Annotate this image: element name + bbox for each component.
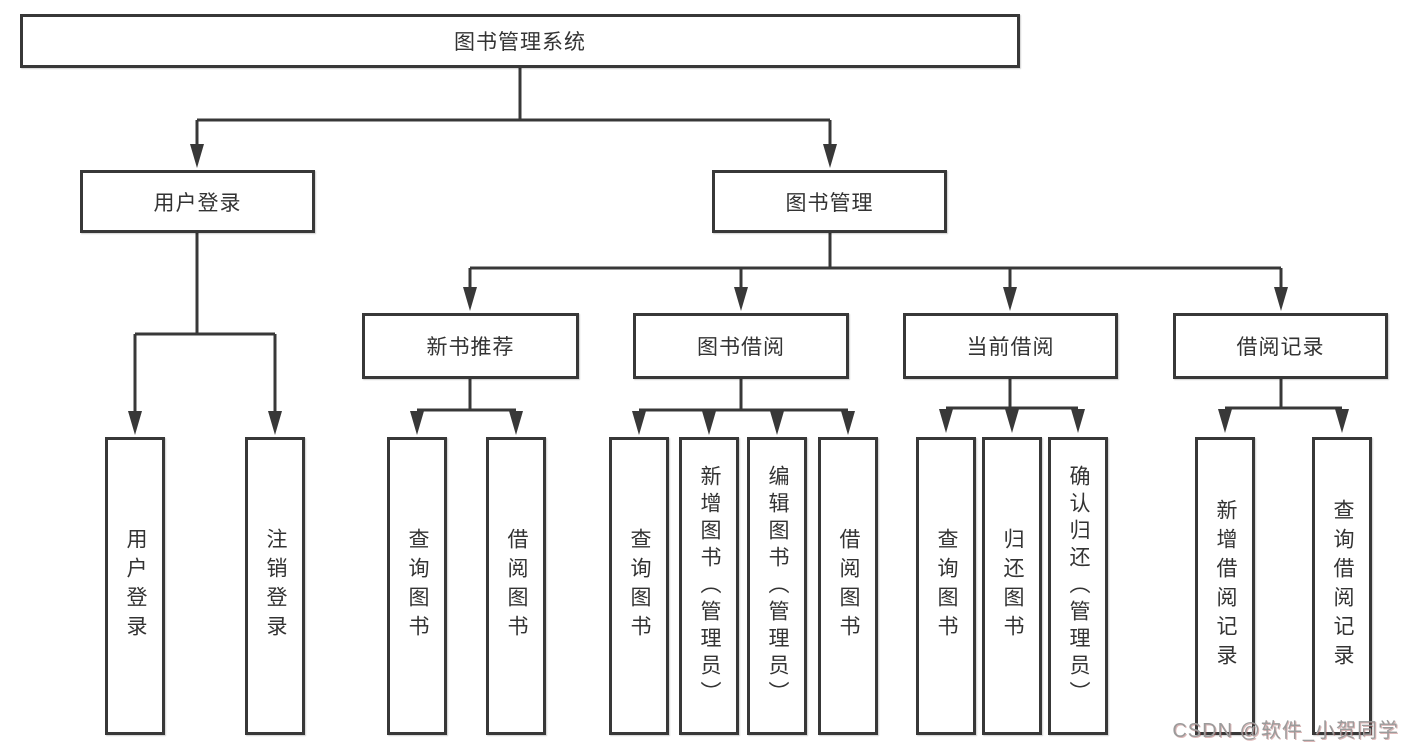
leaf-query-books-1: 查询图书 (387, 437, 447, 735)
leaf-logout-label: 注销登录 (264, 528, 287, 644)
leaf-query-books-2: 查询图书 (609, 437, 669, 735)
leaf-confirm-return-admin: 确认归还（管理员） (1048, 437, 1108, 735)
leaf-add-book-admin-label: 新增图书（管理员） (698, 464, 721, 708)
node-new-book-recommend: 新书推荐 (362, 313, 579, 379)
leaf-query-books-3-label: 查询图书 (935, 528, 958, 644)
leaf-add-borrow-record-label: 新增借阅记录 (1214, 499, 1237, 673)
leaf-query-borrow-record: 查询借阅记录 (1312, 437, 1372, 735)
leaf-confirm-return-admin-label: 确认归还（管理员） (1067, 464, 1090, 708)
node-book-management: 图书管理 (712, 170, 947, 233)
leaf-query-books-1-label: 查询图书 (406, 528, 429, 644)
leaf-borrow-books-1: 借阅图书 (486, 437, 546, 735)
leaf-query-books-3: 查询图书 (916, 437, 976, 735)
node-root-system: 图书管理系统 (20, 14, 1020, 68)
leaf-borrow-books-2: 借阅图书 (818, 437, 878, 735)
csdn-watermark: CSDN @软件_小贺同学 (1172, 720, 1399, 742)
leaf-query-books-2-label: 查询图书 (628, 528, 651, 644)
node-book-borrow: 图书借阅 (633, 313, 849, 379)
arrowheads (128, 144, 1349, 435)
leaf-user-login-label: 用户登录 (124, 528, 147, 644)
leaf-return-book: 归还图书 (982, 437, 1042, 735)
leaf-user-login: 用户登录 (105, 437, 165, 735)
leaf-return-book-label: 归还图书 (1001, 528, 1024, 644)
leaf-borrow-books-2-label: 借阅图书 (837, 528, 860, 644)
leaf-edit-book-admin-label: 编辑图书（管理员） (766, 464, 789, 708)
leaf-add-book-admin: 新增图书（管理员） (679, 437, 739, 735)
node-user-login: 用户登录 (80, 170, 315, 233)
leaf-add-borrow-record: 新增借阅记录 (1195, 437, 1255, 735)
leaf-borrow-books-1-label: 借阅图书 (505, 528, 528, 644)
leaf-edit-book-admin: 编辑图书（管理员） (747, 437, 807, 735)
leaf-query-borrow-record-label: 查询借阅记录 (1331, 499, 1354, 673)
node-current-borrow: 当前借阅 (903, 313, 1118, 379)
leaf-logout: 注销登录 (245, 437, 305, 735)
node-borrow-records: 借阅记录 (1173, 313, 1388, 379)
